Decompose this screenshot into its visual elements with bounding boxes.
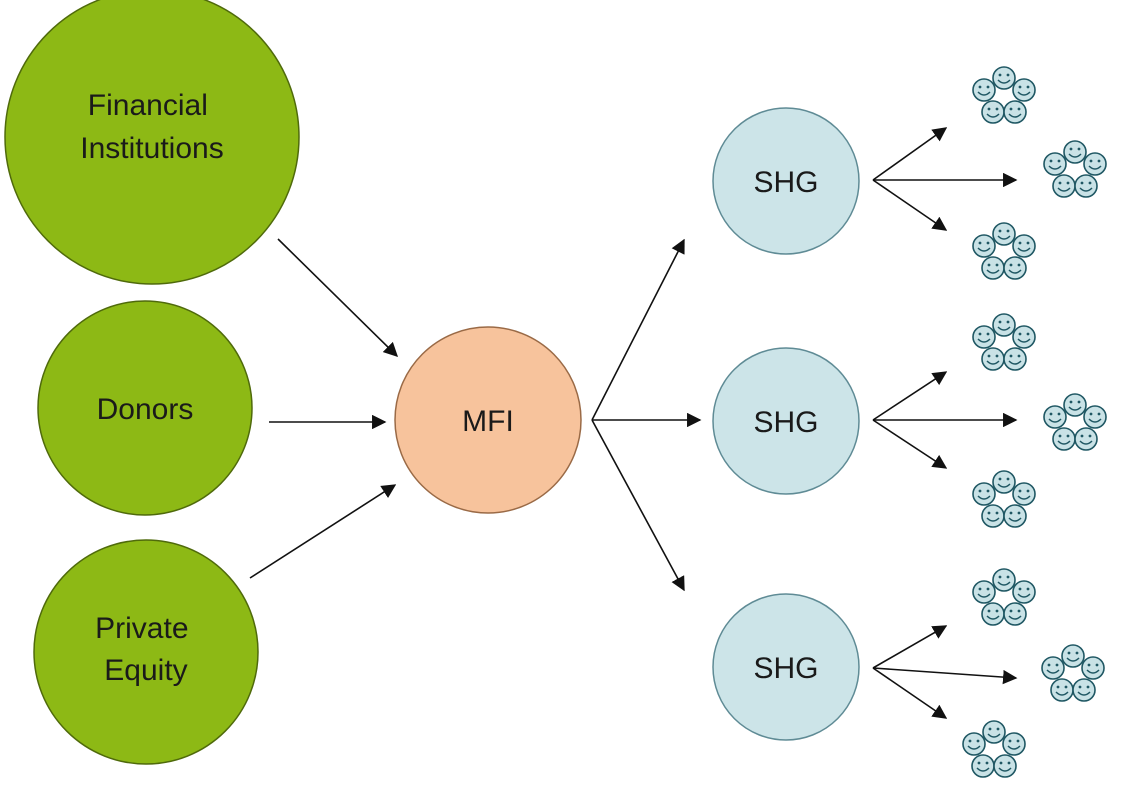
arrow-equity-to-mfi — [249, 484, 397, 579]
source-node-private-equity: Private Equity — [33, 539, 259, 765]
group-node-shg-bottom: SHG — [712, 593, 860, 741]
smiley-face-cluster-icon — [1044, 141, 1106, 197]
svg-text:Financial Institutions: Financial Institutions — [80, 89, 223, 165]
smiley-face-cluster-icon — [963, 721, 1025, 777]
smiley-face-cluster-icon — [973, 314, 1035, 370]
source-label-line: Financial — [88, 89, 208, 122]
source-label-line: Private — [95, 612, 188, 645]
group-label: SHG — [753, 652, 818, 685]
fanout-arrows-bottom — [872, 625, 1018, 719]
smiley-face-cluster-icon — [973, 223, 1035, 279]
group-node-shg-middle: SHG — [712, 347, 860, 495]
group-label: SHG — [753, 406, 818, 439]
arrow-mfi-to-shg-bottom — [591, 419, 685, 592]
group-node-shg-top: SHG — [712, 107, 860, 255]
smiley-face-cluster-icon — [973, 471, 1035, 527]
source-label: Donors — [97, 393, 194, 426]
source-node-donors: Donors — [37, 300, 253, 516]
smiley-face-cluster-icon — [1044, 394, 1106, 450]
smiley-face-cluster-icon — [973, 67, 1035, 123]
source-label-line: Institutions — [80, 132, 223, 165]
group-label: SHG — [753, 166, 818, 199]
fanout-arrows-top — [872, 127, 1018, 231]
source-label-line: Equity — [104, 654, 187, 687]
svg-text:Private Equity: Private Equity — [95, 612, 197, 687]
hub-node-mfi: MFI — [394, 326, 582, 514]
hub-label: MFI — [462, 405, 514, 438]
source-node-financial-institutions: Financial Institutions — [4, 0, 300, 285]
fanout-arrows-middle — [872, 371, 1018, 469]
arrow-mfi-to-shg-top — [591, 238, 685, 421]
smiley-face-cluster-icon — [1042, 645, 1104, 701]
arrow-financial-to-mfi — [277, 238, 399, 358]
smiley-face-cluster-icon — [973, 569, 1035, 625]
